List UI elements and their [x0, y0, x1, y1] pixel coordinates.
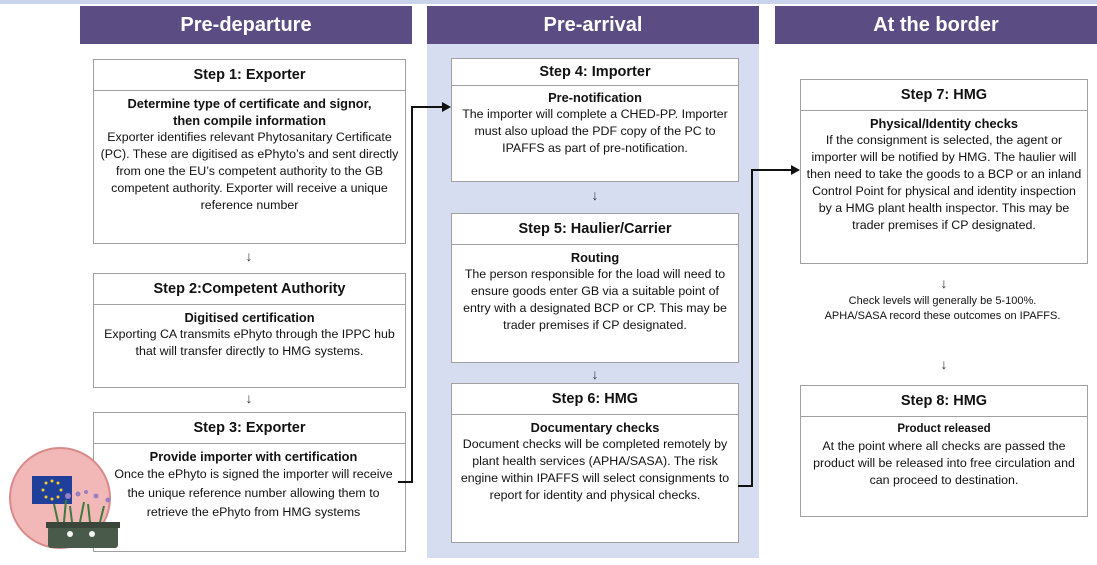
step-4-title: Step 4: Importer	[452, 59, 738, 86]
column-header-at-the-border: At the border	[775, 6, 1097, 44]
step-2-subtitle: Digitised certification	[184, 310, 315, 325]
step-7-title: Step 7: HMG	[801, 80, 1087, 111]
arrow-down-icon: ↓	[245, 390, 253, 406]
step-5-body: The person responsible for the load will…	[463, 267, 727, 332]
step-6-body: Document checks will be completed remote…	[460, 437, 730, 502]
plant-pot-icon	[46, 490, 120, 548]
step-2-box: Step 2:Competent Authority Digitised cer…	[93, 273, 406, 388]
check-levels-note: Check levels will generally be 5-100%. A…	[824, 295, 1061, 322]
step-8-subtitle: Product released	[897, 423, 991, 435]
arrow-down-icon: ↓	[245, 248, 253, 264]
step-2-title: Step 2:Competent Authority	[94, 274, 405, 305]
step-7-content: Physical/Identity checks If the consignm…	[801, 111, 1087, 234]
step-6-title: Step 6: HMG	[452, 384, 738, 415]
step-4-box: Step 4: Importer Pre-notification The im…	[451, 58, 739, 182]
column-header-pre-arrival: Pre-arrival	[427, 6, 759, 44]
eu-flag-icon	[32, 476, 72, 504]
step-1-box: Step 1: Exporter Determine type of certi…	[93, 59, 406, 244]
step-4-content: Pre-notification The importer will compl…	[452, 86, 738, 157]
column-at-the-border: At the border	[775, 6, 1097, 558]
step-6-content: Documentary checks Document checks will …	[452, 415, 738, 504]
step-7-body: If the consignment is selected, the agen…	[806, 133, 1082, 232]
step-5-subtitle: Routing	[570, 250, 620, 265]
step-3-body: Once the ePhyto is signed the importer w…	[114, 467, 393, 519]
step-1-body: Exporter identifies relevant Phytosanita…	[100, 130, 399, 212]
connector-step6-to-step7	[738, 169, 794, 487]
arrow-down-icon: ↓	[591, 187, 599, 203]
column-header-pre-departure: Pre-departure	[80, 6, 412, 44]
step-2-body: Exporting CA transmits ePhyto through th…	[104, 327, 395, 358]
step-4-subtitle: Pre-notification	[548, 90, 642, 105]
step-1-title: Step 1: Exporter	[94, 60, 405, 91]
step-8-body: At the point where all checks are passed…	[813, 439, 1075, 487]
connector-arrowhead-icon	[442, 102, 451, 112]
arrow-down-icon: ↓	[940, 275, 948, 291]
arrow-down-icon: ↓	[591, 366, 599, 382]
step-1-content: Determine type of certificate and signor…	[94, 91, 405, 214]
step-7-box: Step 7: HMG Physical/Identity checks If …	[800, 79, 1088, 264]
step-7-subtitle: Physical/Identity checks	[870, 116, 1018, 131]
step-6-subtitle: Documentary checks	[530, 420, 660, 435]
connector-arrowhead-icon	[791, 165, 800, 175]
step-3-subtitle: Provide importer with certification	[149, 449, 358, 464]
connector-step3-to-step4	[398, 106, 445, 483]
step-4-body: The importer will complete a CHED-PP. Im…	[462, 107, 728, 155]
column-pre-departure: Pre-departure	[80, 6, 412, 558]
step-3-content: Provide importer with certification Once…	[94, 444, 405, 522]
step-5-box: Step 5: Haulier/Carrier Routing The pers…	[451, 213, 739, 363]
eu-plant-badge	[9, 447, 120, 549]
arrow-down-icon: ↓	[940, 356, 948, 372]
step-1-subtitle: Determine type of certificate and signor…	[127, 96, 372, 128]
step-2-content: Digitised certification Exporting CA tra…	[94, 305, 405, 360]
top-strip	[0, 0, 1097, 4]
step-3-title: Step 3: Exporter	[94, 413, 405, 444]
step-8-content: Product released At the point where all …	[801, 417, 1087, 489]
step-8-title: Step 8: HMG	[801, 386, 1087, 417]
step-5-title: Step 5: Haulier/Carrier	[452, 214, 738, 245]
step-8-box: Step 8: HMG Product released At the poin…	[800, 385, 1088, 517]
step-3-box: Step 3: Exporter Provide importer with c…	[93, 412, 406, 552]
step-6-box: Step 6: HMG Documentary checks Document …	[451, 383, 739, 543]
step-5-content: Routing The person responsible for the l…	[452, 245, 738, 334]
